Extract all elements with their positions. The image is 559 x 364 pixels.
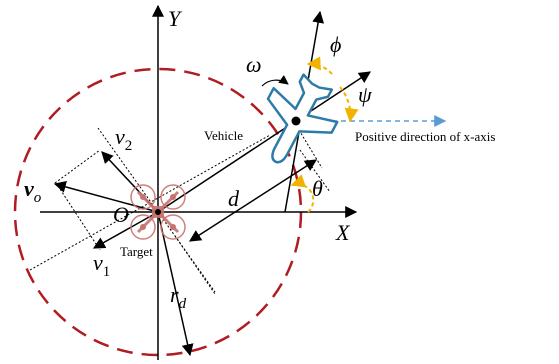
v-dotted-2 <box>54 149 101 184</box>
theta-label: θ <box>312 176 323 201</box>
origin-label: O <box>113 202 129 227</box>
v-o-label: vo <box>24 176 42 206</box>
v-o-arrow <box>53 181 159 213</box>
y-axis-label: Y <box>168 6 183 31</box>
quadcopter-icon <box>130 184 186 240</box>
airplane-icon <box>266 73 339 164</box>
target-label: Target <box>120 244 153 259</box>
target-center-dot <box>155 209 161 215</box>
v-dotted-1 <box>57 185 101 251</box>
distance-dim-arrow <box>188 159 318 242</box>
omega-label: ω <box>246 52 262 77</box>
vehicle-center-dot <box>291 116 301 126</box>
x-axis-label: X <box>335 220 351 245</box>
vehicle-dotted-line <box>298 129 323 169</box>
psi-angle-arc <box>339 86 359 123</box>
phi-angle-arc <box>306 56 333 75</box>
distance-label: d <box>228 186 240 211</box>
phi-label: ϕ <box>330 32 341 57</box>
target-vehicle-line <box>157 71 372 213</box>
theta-angle-arc <box>290 174 315 213</box>
v1-label: v1 <box>93 250 110 280</box>
radius-arrow <box>157 211 194 357</box>
psi-label: ψ <box>358 82 372 107</box>
v1-arrow <box>92 211 159 249</box>
radius-label: rd <box>170 282 187 312</box>
vehicle-label: Vehicle <box>204 128 243 143</box>
positive-x-label: Positive direction of x-axis <box>355 129 495 144</box>
distance-dim-ext-1 <box>174 235 216 295</box>
v2-label: v2 <box>115 124 132 154</box>
omega-rotation-arrow <box>261 75 289 87</box>
